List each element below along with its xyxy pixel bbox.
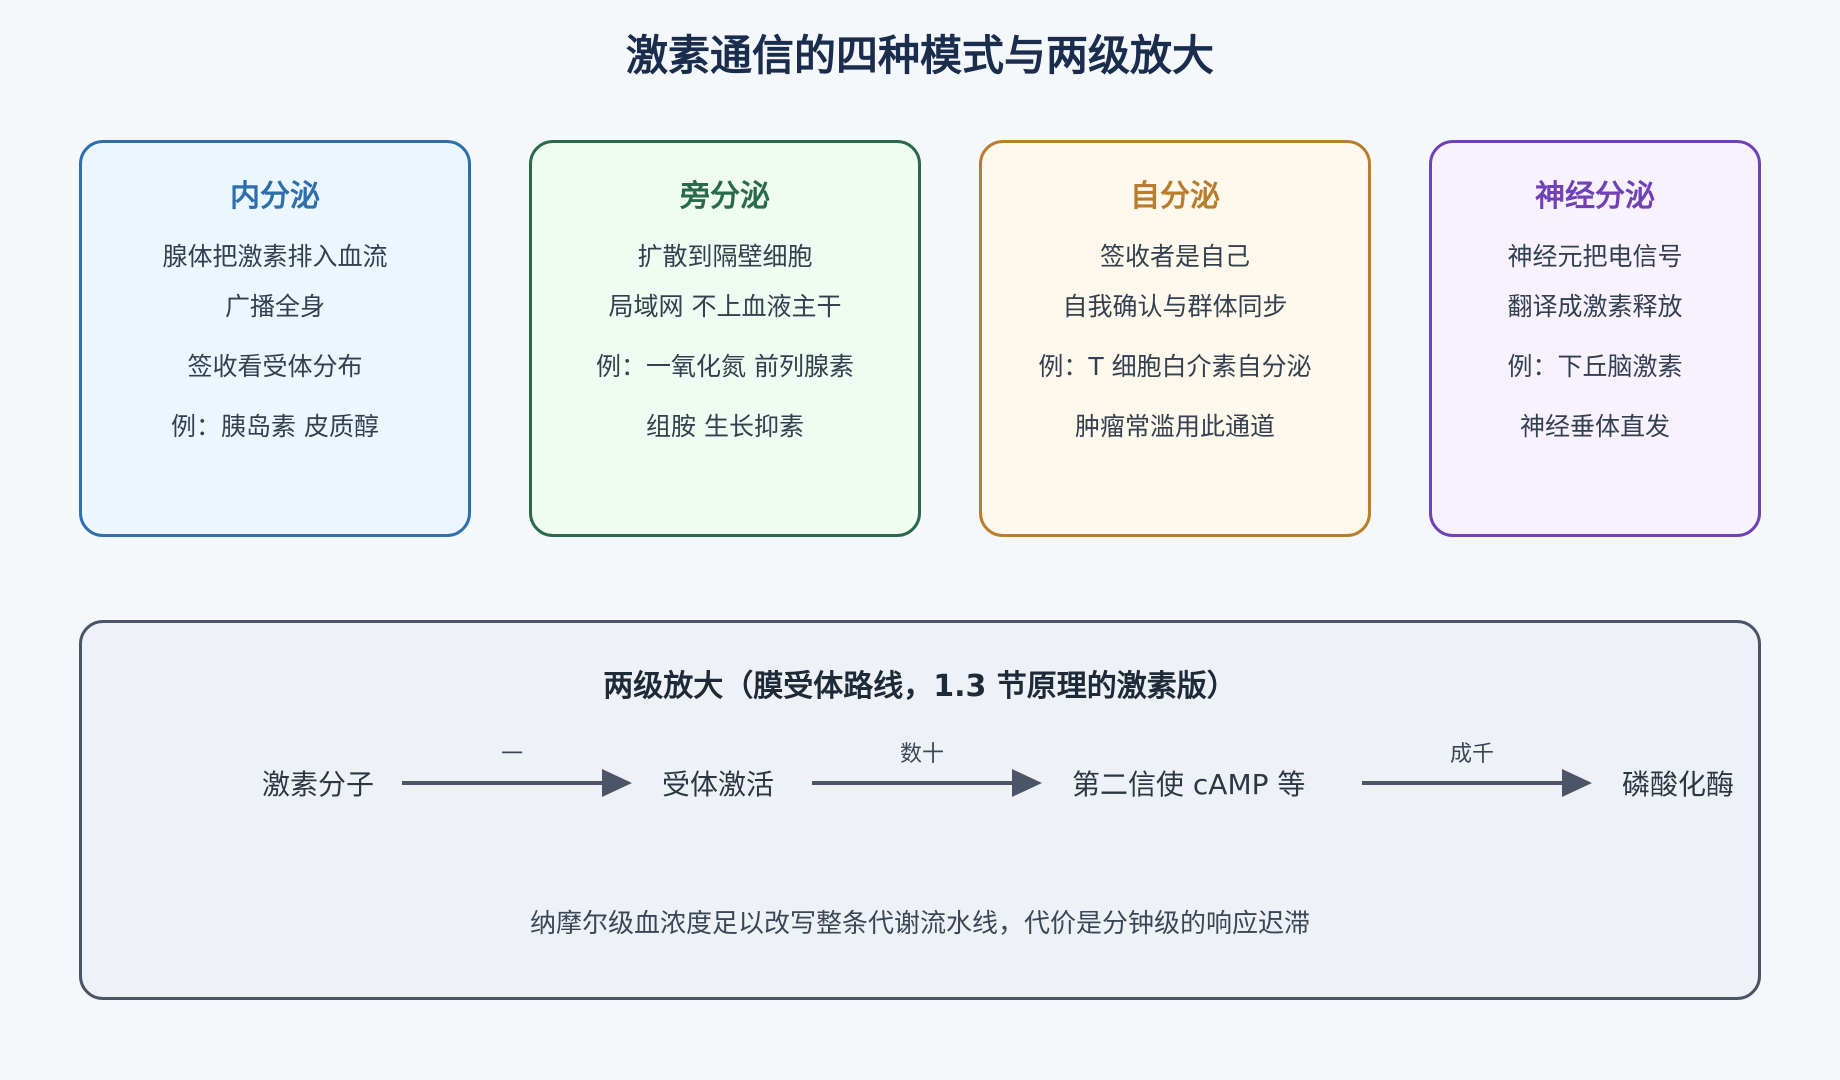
card-paracrine: 旁分泌 扩散到隔壁细胞 局域网 不上血液主干 例：一氧化氮 前列腺素 组胺 生长… [529, 140, 921, 537]
amplification-panel: 两级放大（膜受体路线，1.3 节原理的激素版） 激素分子 受体激活 第二信使 c… [79, 620, 1761, 1000]
arrow-2-head [1012, 769, 1042, 797]
card-title: 自分泌 [1130, 179, 1220, 214]
node-phosphorylase: 磷酸化酶 [1622, 768, 1735, 801]
card-line: 组胺 生长抑素 [646, 412, 804, 441]
card-line: 腺体把激素排入血流 [162, 242, 388, 271]
card-line: 签收看受体分布 [187, 352, 363, 381]
card-line: 扩散到隔壁细胞 [637, 242, 813, 271]
card-autocrine: 自分泌 签收者是自己 自我确认与群体同步 例：T 细胞白介素自分泌 肿瘤常滥用此… [979, 140, 1371, 537]
card-line: 神经垂体直发 [1519, 412, 1670, 441]
arrow-3-head [1562, 769, 1592, 797]
card-line: 神经元把电信号 [1507, 242, 1683, 271]
card-line: 例：一氧化氮 前列腺素 [596, 352, 854, 381]
card-line: 局域网 不上血液主干 [608, 292, 842, 321]
edge-label-3: 成千 [1449, 742, 1494, 767]
card-title: 神经分泌 [1535, 179, 1655, 214]
arrow-3 [1362, 769, 1592, 797]
card-line: 自我确认与群体同步 [1062, 292, 1288, 321]
arrow-1 [402, 769, 632, 797]
arrow-1-head [602, 769, 632, 797]
card-line: 例：胰岛素 皮质醇 [171, 412, 379, 441]
card-neuroendocrine: 神经分泌 神经元把电信号 翻译成激素释放 例：下丘脑激素 神经垂体直发 [1429, 140, 1761, 537]
card-line: 签收者是自己 [1099, 242, 1250, 271]
card-title: 旁分泌 [680, 179, 770, 214]
card-line: 例：T 细胞白介素自分泌 [1038, 352, 1312, 381]
card-title: 内分泌 [230, 179, 320, 214]
card-line: 广播全身 [224, 292, 325, 321]
edge-label-1: 一 [500, 742, 523, 767]
page-title: 激素通信的四种模式与两级放大 [625, 31, 1214, 80]
card-line: 例：下丘脑激素 [1507, 352, 1683, 381]
card-endocrine: 内分泌 腺体把激素排入血流 广播全身 签收看受体分布 例：胰岛素 皮质醇 [79, 140, 471, 537]
edge-label-2: 数十 [899, 742, 944, 767]
card-line: 翻译成激素释放 [1507, 292, 1683, 321]
node-receptor-activation: 受体激活 [662, 768, 775, 801]
amplification-title: 两级放大（膜受体路线，1.3 节原理的激素版） [603, 669, 1237, 704]
amplification-note: 纳摩尔级血浓度足以改写整条代谢流水线，代价是分钟级的响应迟滞 [529, 909, 1310, 939]
node-hormone-molecule: 激素分子 [262, 768, 375, 801]
card-line: 肿瘤常滥用此通道 [1074, 412, 1275, 441]
node-second-messenger: 第二信使 cAMP 等 [1072, 768, 1306, 801]
arrow-2 [812, 769, 1042, 797]
